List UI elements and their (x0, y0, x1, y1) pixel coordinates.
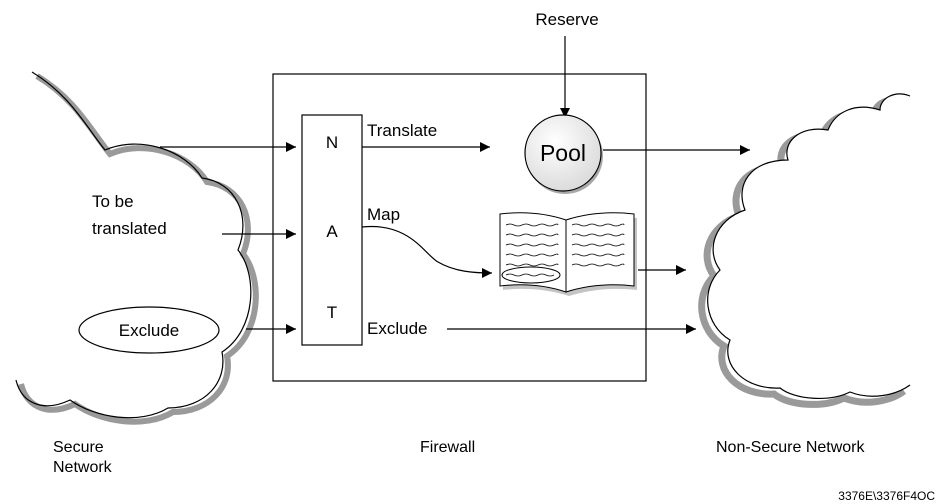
nat-letter-n: N (326, 133, 338, 152)
reserve-label: Reserve (535, 10, 598, 29)
map-label: Map (367, 205, 400, 224)
pool-label: Pool (540, 140, 586, 166)
figure-id: 3376E\3376F4OC (838, 489, 935, 503)
non-secure-network-caption: Non-Secure Network (716, 439, 866, 456)
firewall-caption: Firewall (420, 439, 475, 456)
to-be-label-line1: To be (92, 192, 134, 211)
map-arrow (361, 225, 493, 278)
secure-network-cloud (15, 71, 259, 425)
book-icon (499, 212, 637, 296)
firewall-box (272, 73, 647, 382)
exclude-ellipse-label: Exclude (119, 321, 179, 340)
pool-node: Pool (524, 114, 603, 194)
secure-network-caption-line1: Secure (53, 439, 104, 456)
non-secure-network-cloud (698, 93, 911, 408)
to-be-label-line2: translated (92, 219, 167, 238)
nat-letter-a: A (326, 222, 338, 241)
exclude-ellipse (78, 306, 220, 354)
nat-letter-t: T (327, 303, 337, 322)
secure-network-caption-line2: Network (53, 459, 113, 476)
nat-box (301, 114, 363, 346)
translate-label: Translate (367, 121, 437, 140)
exclude-flow-label: Exclude (367, 319, 427, 338)
